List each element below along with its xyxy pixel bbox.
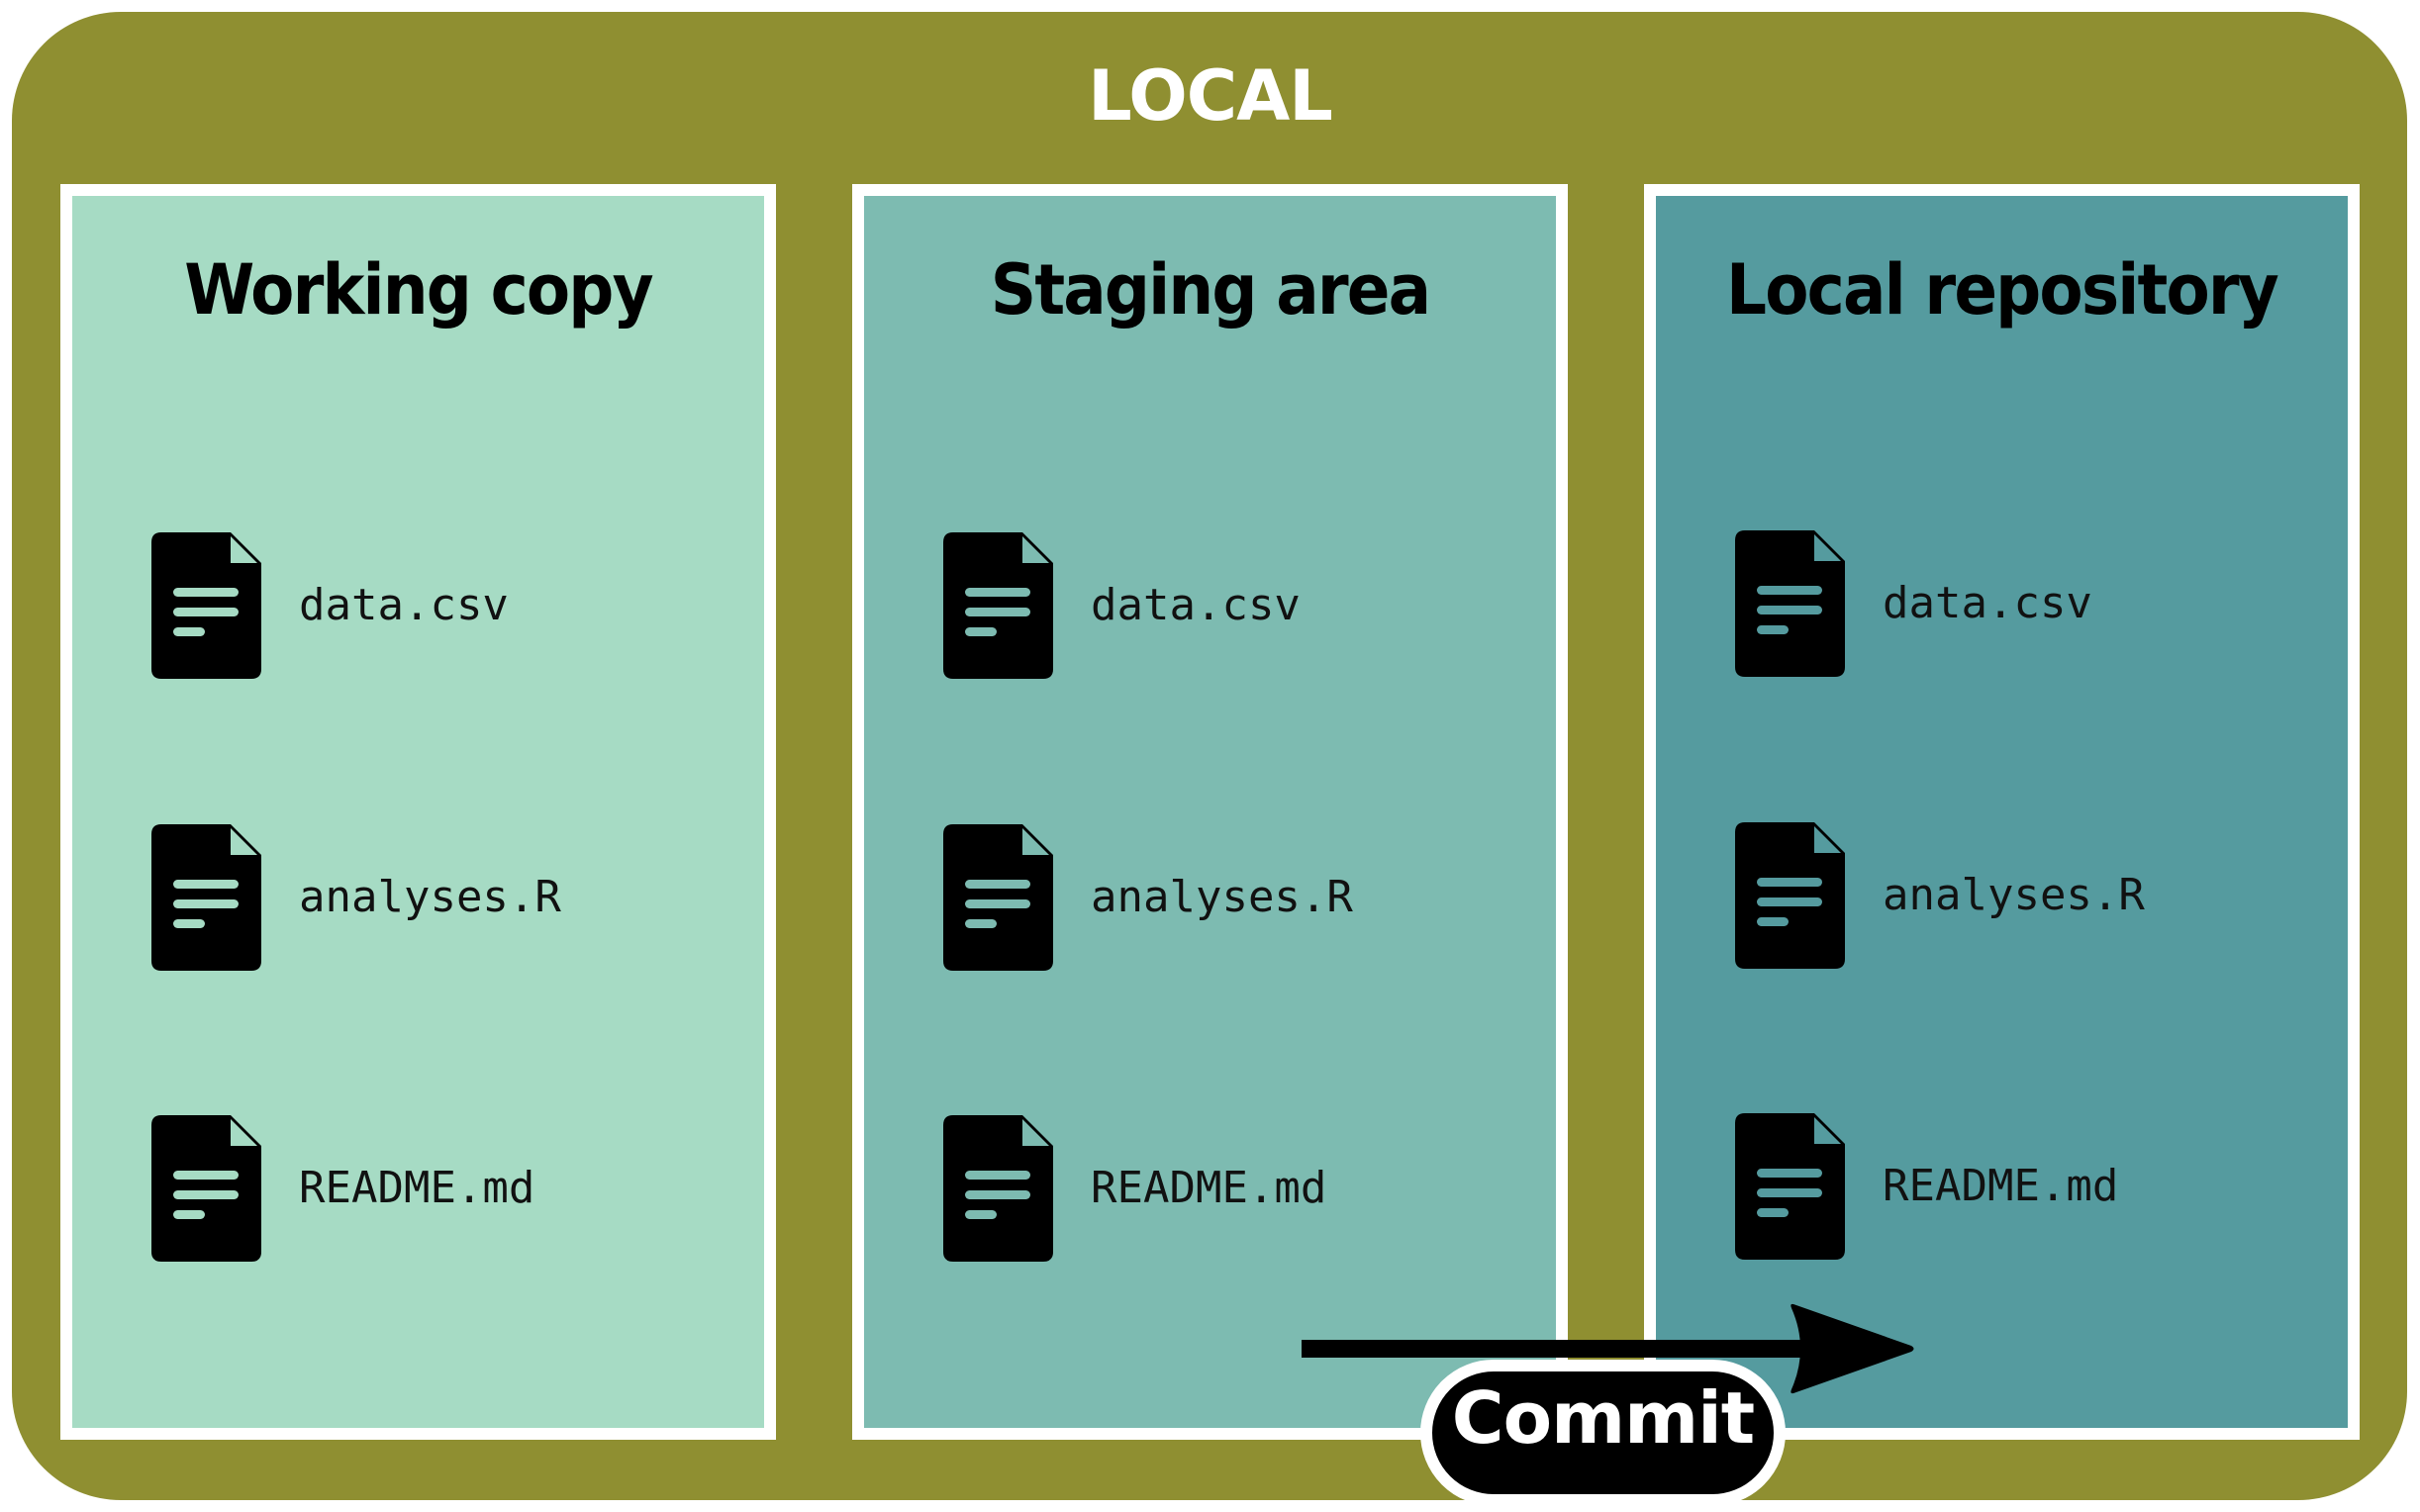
panel-local-repository: Local repository data.csv analyses.R REA… [1644,184,2360,1440]
document-icon [151,1115,261,1262]
file-item: data.csv [1735,530,2329,677]
document-icon [943,1115,1053,1262]
panel-title: Working copy [184,249,653,331]
commit-label: Commit [1420,1360,1786,1506]
file-name: data.csv [1883,578,2092,628]
document-icon [1735,530,1845,677]
file-item: data.csv [151,532,745,679]
document-icon [943,532,1053,679]
file-item: analyses.R [1735,822,2329,969]
document-icon [1735,822,1845,969]
file-item: analyses.R [151,824,745,971]
file-name: analyses.R [299,872,561,922]
document-icon [151,824,261,971]
file-item: analyses.R [943,824,1537,971]
panel-working-copy: Working copy data.csv analyses.R README.… [60,184,776,1440]
file-name: data.csv [1091,580,1301,630]
file-item: README.md [1735,1113,2329,1260]
document-icon [1735,1113,1845,1260]
local-title: LOCAL [1088,55,1333,137]
file-item: README.md [943,1115,1537,1262]
document-icon [943,824,1053,971]
panel-title: Local repository [1726,249,2279,331]
file-name: data.csv [299,580,509,630]
file-item: data.csv [943,532,1537,679]
file-name: analyses.R [1883,870,2145,920]
panel-staging-area: Staging area data.csv analyses.R README.… [852,184,1568,1440]
file-name: analyses.R [1091,872,1353,922]
file-name: README.md [299,1163,535,1213]
document-icon [151,532,261,679]
file-name: README.md [1091,1163,1327,1213]
panel-title: Staging area [990,249,1431,331]
file-name: README.md [1883,1161,2119,1211]
file-item: README.md [151,1115,745,1262]
